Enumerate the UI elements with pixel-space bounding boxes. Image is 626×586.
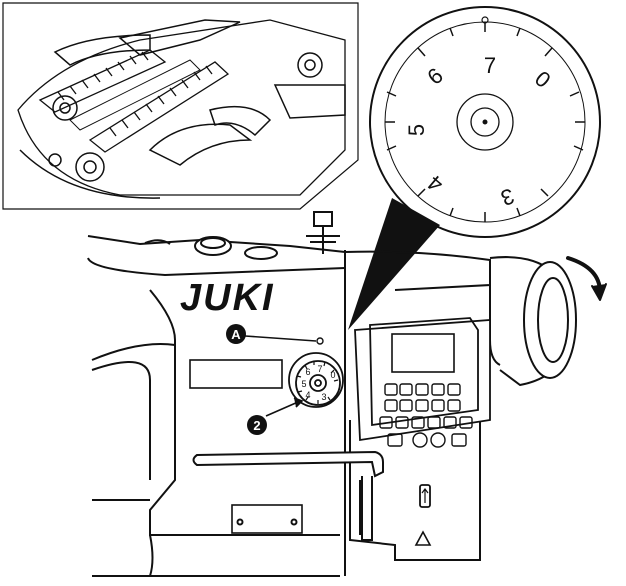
- small-dial-label-5: 5: [301, 379, 306, 389]
- lifter-lever: [192, 450, 384, 541]
- panel-display: [391, 333, 455, 373]
- usb-port: [419, 484, 431, 508]
- callout-leaders: [244, 335, 317, 417]
- small-dial-label-4: 4: [305, 390, 310, 400]
- small-dial-label-6: 6: [305, 367, 310, 377]
- stitch-dial-numbers: 7 0 6 5 4 3: [301, 364, 335, 402]
- small-dial-label-7: 7: [317, 364, 322, 374]
- usb-icon: [421, 488, 429, 503]
- feed-dog-right: [88, 61, 230, 153]
- inset-frame: [2, 2, 359, 210]
- panel-buttons: [379, 383, 473, 448]
- brand-logo: JUKI: [180, 277, 275, 319]
- rotation-arrow-icon: [566, 256, 607, 301]
- dial-label-5: 5: [404, 124, 429, 136]
- machine-head: [87, 211, 577, 577]
- feed-dog-inset: [2, 2, 359, 210]
- dial-label-7: 7: [484, 53, 496, 78]
- reference-mark: [316, 337, 324, 345]
- stitch-length-dial: [288, 352, 344, 408]
- small-dial-label-0: 0: [330, 370, 335, 380]
- warning-triangle-icon: [414, 530, 432, 546]
- callout-2-label: 2: [253, 418, 260, 433]
- zoom-dial: [369, 6, 601, 238]
- callout-a-label: A: [231, 327, 241, 342]
- feed-dog-left: [38, 49, 167, 113]
- callout-2: 2: [247, 415, 267, 435]
- label-plate: [189, 359, 283, 389]
- small-dial-label-3: 3: [321, 392, 326, 402]
- rating-plate: [231, 504, 303, 534]
- control-panel: [354, 317, 491, 546]
- face-panel: [149, 289, 340, 536]
- zoom-pointer: [348, 198, 440, 330]
- dial-ticks: [385, 22, 585, 222]
- callout-a: A: [226, 324, 246, 344]
